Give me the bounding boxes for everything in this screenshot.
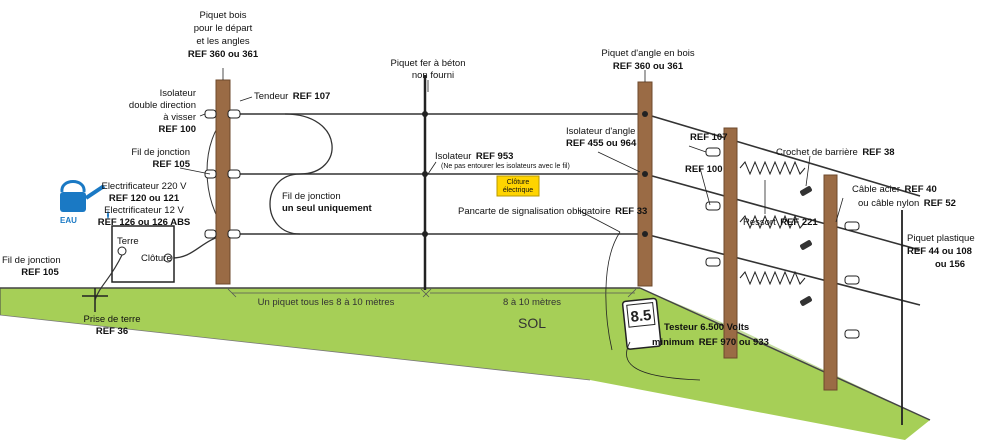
tester-lead (626, 341, 701, 381)
label-electrificateur-220-ref: REF 120 ou 121 (109, 193, 180, 204)
ground-horizon (0, 314, 591, 381)
spring-icon (739, 160, 806, 286)
label-testeur: Testeur 6.500 Volts (664, 322, 749, 333)
label-un-seul: un seul uniquement (282, 203, 373, 214)
tester-value: 8.5 (630, 307, 653, 326)
label-ne-pas: (Ne pas entourer les isolateurs avec le … (441, 163, 570, 170)
label-ressort: Ressort REF 221 (743, 212, 818, 229)
label-electrificateur-12-ref: REF 126 ou 126 ABS (98, 217, 191, 228)
label-piquet-bois-1: Piquet bois (199, 10, 246, 21)
label-fil-jonction-ref: REF 105 (153, 159, 191, 170)
wood-post-gate-1 (723, 127, 738, 359)
corner-insulator-2 (642, 171, 648, 177)
label-piquet-angle: Piquet d'angle en bois (601, 48, 694, 59)
rebar-insulator-2 (422, 171, 428, 177)
wood-post-gate-2 (823, 174, 838, 391)
warning-sign (496, 175, 540, 197)
rebar-insulator-3 (422, 231, 428, 237)
terminal-fence (163, 253, 173, 263)
sign-line-1: Clôture (507, 179, 530, 186)
label-piquet-bois-3: et les angles (196, 36, 250, 47)
label-electrificateur-12: Electrificateur 12 V (104, 205, 184, 216)
sign-line-2: électrique (503, 187, 533, 194)
ground-area (0, 288, 930, 440)
label-isolateur-angle-ref: REF 455 ou 964 (566, 138, 637, 149)
terminal-earth (117, 246, 127, 256)
corner-insulator-1 (642, 111, 648, 117)
label-cloture: Clôture (141, 253, 172, 264)
label-fil-jonction: Fil de jonction (131, 147, 190, 158)
ground-rod-icon (82, 288, 108, 312)
label-isolateur-double-3: à visser (163, 112, 196, 123)
label-fil-jonction-mid: Fil de jonction (282, 191, 341, 202)
label-isolateur-double-ref: REF 100 (159, 124, 197, 135)
label-pancarte: Pancarte de signalisation obligatoire RE… (458, 201, 647, 218)
label-ref-107: REF 107 (690, 132, 728, 143)
label-piquet-fer: Piquet fer à béton (391, 58, 466, 69)
label-eau: EAU (60, 216, 77, 225)
corner-insulator-3 (642, 231, 648, 237)
label-terre: Terre (117, 236, 139, 247)
label-piquet-plastique-ref1: REF 44 ou 108 (907, 246, 972, 257)
label-isolateur-953: Isolateur REF 953 (435, 146, 513, 163)
label-piquet-bois-ref: REF 360 ou 361 (188, 49, 259, 60)
rebar-insulator-1 (422, 111, 428, 117)
insulator-icon (204, 109, 241, 239)
label-prise-terre: Prise de terre (83, 314, 140, 325)
label-electrificateur-220: Electrificateur 220 V (101, 181, 187, 192)
tester-probe (605, 231, 621, 351)
label-isolateur-angle: Isolateur d'angle (566, 126, 635, 137)
label-piquet-bois-2: pour le départ (194, 23, 253, 34)
label-crochet: Crochet de barrière REF 38 (776, 142, 895, 159)
label-cable-acier: Câble acier REF 40 (852, 179, 937, 196)
gate-handle-icon (800, 186, 812, 306)
label-piquet-plastique: Piquet plastique (907, 233, 975, 244)
label-prise-terre-ref: REF 36 (96, 326, 128, 337)
leader-lines (179, 68, 905, 247)
label-fil-jonction-left: Fil de jonction (2, 255, 61, 266)
label-tendeur: Tendeur REF 107 (254, 86, 330, 103)
wood-post-left (215, 79, 231, 285)
label-fil-jonction-left-ref: REF 105 (21, 267, 59, 278)
label-piquet-angle-ref: REF 360 ou 361 (613, 61, 684, 72)
label-isolateur-double-1: Isolateur (160, 88, 196, 99)
label-cable-nylon: ou câble nylon REF 52 (858, 193, 956, 210)
label-ref-100: REF 100 (685, 164, 723, 175)
label-huit-dix: 8 à 10 mètres (503, 297, 561, 308)
label-testeur-ref: minimum REF 970 ou 933 (652, 332, 769, 349)
tester-icon (621, 297, 662, 350)
label-isolateur-double-2: double direction (129, 100, 196, 111)
label-non-fourni: non fourni (412, 70, 454, 81)
ground-edge-side (639, 287, 931, 421)
label-un-piquet: Un piquet tous les 8 à 10 mètres (258, 297, 395, 308)
label-sol: SOL (518, 315, 546, 331)
watering-can-icon (60, 180, 109, 219)
junction-wire-mid (269, 113, 333, 235)
label-piquet-plastique-ref2: ou 156 (935, 259, 965, 270)
distance-markers (227, 288, 637, 298)
